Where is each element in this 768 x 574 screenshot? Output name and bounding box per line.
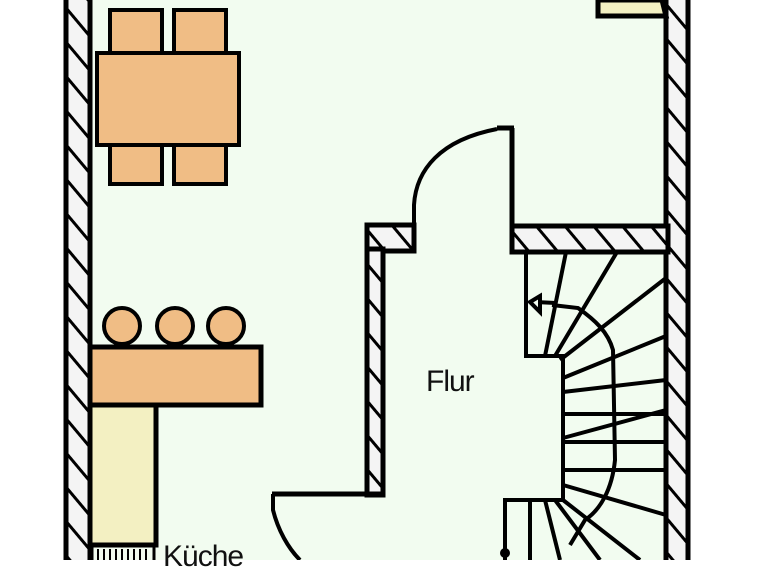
wall-hall [272,222,417,498]
room-label-kueche: Küche [163,540,244,573]
floor-plan [63,0,691,560]
kitchen-counter [87,402,159,548]
wall-stair-top [497,125,671,255]
spiral-staircase [503,250,668,560]
wall-left [63,0,93,560]
door-swing-bottom [271,494,302,560]
room-label-flur: Flur [426,365,475,398]
dining-table [95,8,241,186]
cabinet-top-right [595,0,670,19]
door-swing-top [412,127,498,226]
radiator [90,544,156,560]
wall-right [663,0,691,560]
bar-counter [87,306,264,408]
stair-newel-post [500,548,510,558]
